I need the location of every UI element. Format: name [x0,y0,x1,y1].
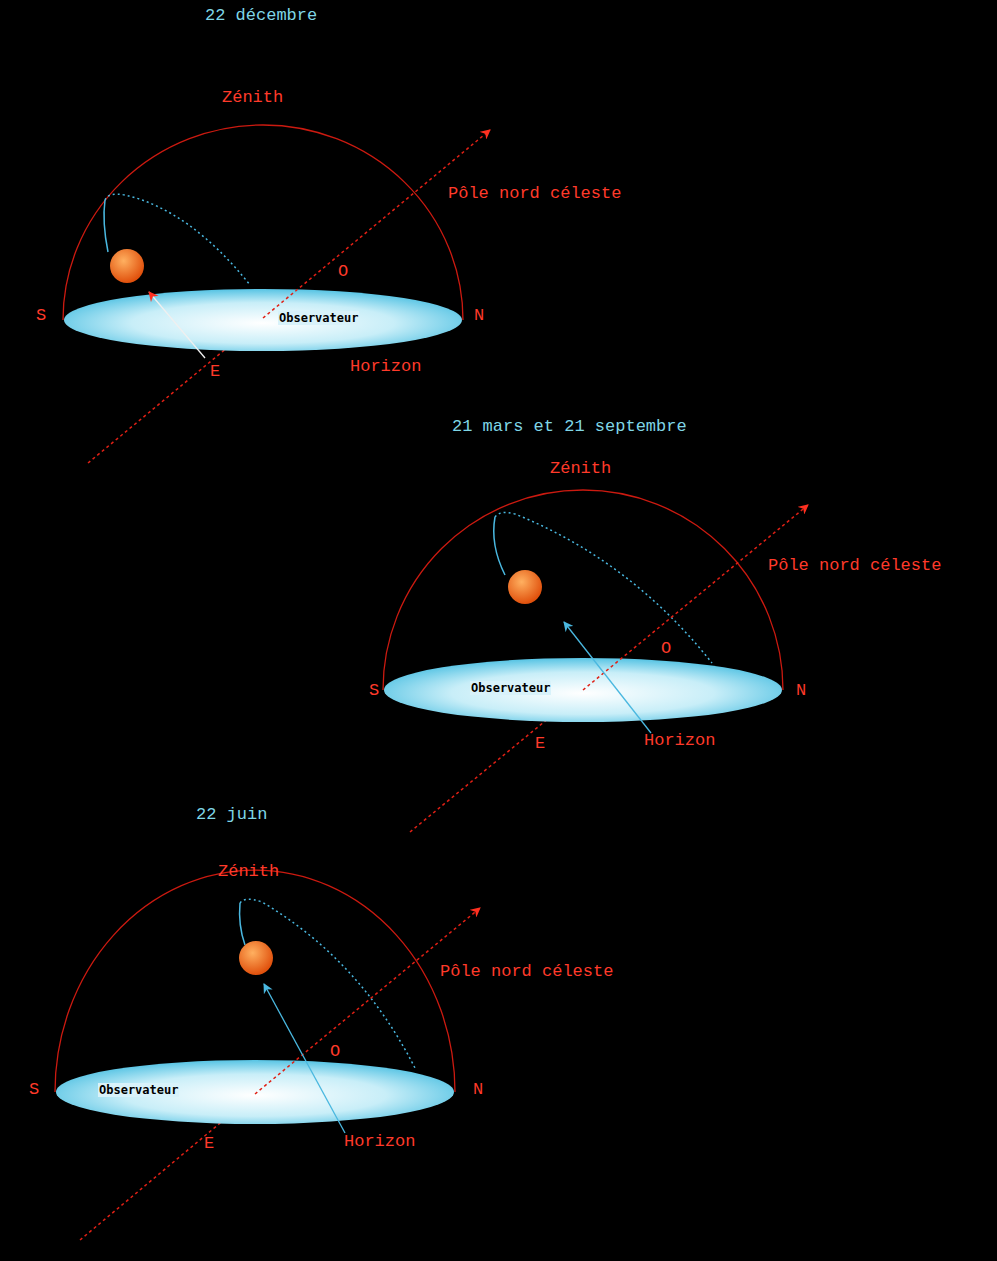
origin-label: O [338,262,348,282]
panel-heading: 22 juin [196,805,267,825]
pole-axis [263,130,490,318]
cardinal-label: E [204,1134,214,1154]
sun-path [240,903,245,945]
sunrise-arrow [564,622,651,733]
cardinal-label: N [473,1080,483,1100]
sun-path [495,513,712,663]
horizon-disk: Observateur [383,657,783,723]
observer-label: Observateur [98,1083,179,1097]
sun-path [104,200,108,252]
pole-axis [255,908,480,1094]
sun-path [494,517,505,575]
zenith-label: Zénith [218,862,279,882]
sun-path [240,899,415,1068]
cardinal-label: E [210,362,220,382]
cardinal-label: N [796,681,806,701]
sunrise-arrow [149,292,205,358]
horizon-disk: Observateur [63,288,463,352]
pole-label: Pôle nord céleste [440,962,613,982]
horizon-label: Horizon [344,1132,415,1152]
sun [110,249,144,283]
origin-label: O [661,639,671,659]
cardinal-label: S [29,1080,39,1100]
celestial-dome [55,870,455,1092]
pole-label: Pôle nord céleste [448,184,621,204]
cardinal-label: S [369,681,379,701]
observer-label: Observateur [470,681,551,695]
pole-label: Pôle nord céleste [768,556,941,576]
observer-label: Observateur [278,311,359,325]
cardinal-label: S [36,306,46,326]
horizon-ellipse [383,657,783,723]
sun [239,941,273,975]
origin-label: O [330,1042,340,1062]
sun [508,570,542,604]
sun-path [105,194,250,285]
cardinal-label: E [535,734,545,754]
zenith-label: Zénith [222,88,283,108]
horizon-label: Horizon [350,357,421,377]
panel-heading: 22 décembre [205,6,317,26]
horizon-ellipse [63,288,463,352]
pole-axis [583,505,808,690]
horizon-disk: Observateur [55,1059,455,1125]
sunrise-arrow [264,984,345,1133]
cardinal-label: N [474,306,484,326]
horizon-label: Horizon [644,731,715,751]
panel-heading: 21 mars et 21 septembre [452,417,687,437]
zenith-label: Zénith [550,459,611,479]
